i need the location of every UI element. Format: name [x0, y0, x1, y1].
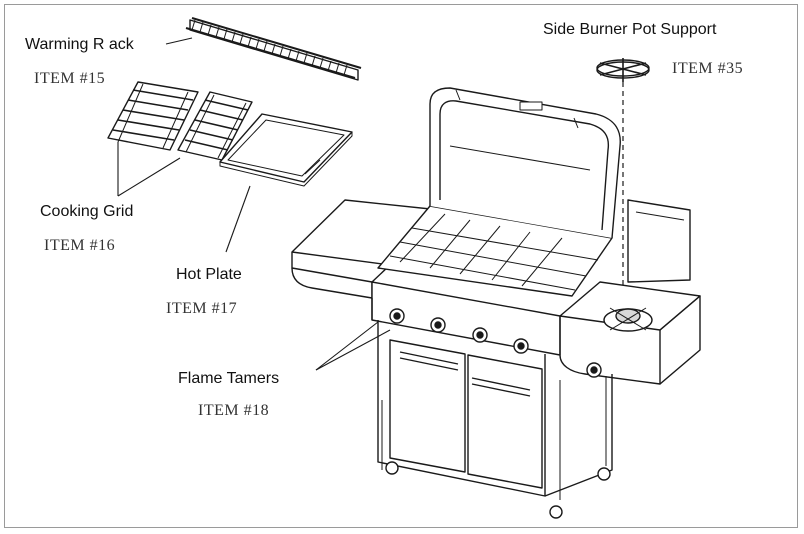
grill-body	[291, 87, 701, 519]
pot-support-label: Side Burner Pot Support	[543, 21, 717, 38]
cooking-grid-right	[177, 91, 253, 161]
warming-rack-label: Warming R ack	[25, 36, 134, 53]
cooking-grid-label: Cooking Grid	[40, 203, 134, 220]
warming-rack-item-number: ITEM #15	[34, 70, 106, 87]
cooking-grid-left	[107, 81, 199, 151]
hot-plate	[219, 113, 353, 187]
callout-lines	[117, 37, 391, 371]
flame-tamers-label: Flame Tamers	[178, 370, 280, 387]
flame-tamers-item-number: ITEM #18	[198, 402, 270, 419]
pot-support	[596, 58, 650, 300]
pot-support-item-number: ITEM #35	[672, 60, 744, 77]
hot-plate-label: Hot Plate	[176, 266, 242, 283]
cooking-grid-item-number: ITEM #16	[44, 237, 116, 254]
warming-rack	[185, 17, 362, 81]
hot-plate-item-number: ITEM #17	[166, 300, 238, 317]
